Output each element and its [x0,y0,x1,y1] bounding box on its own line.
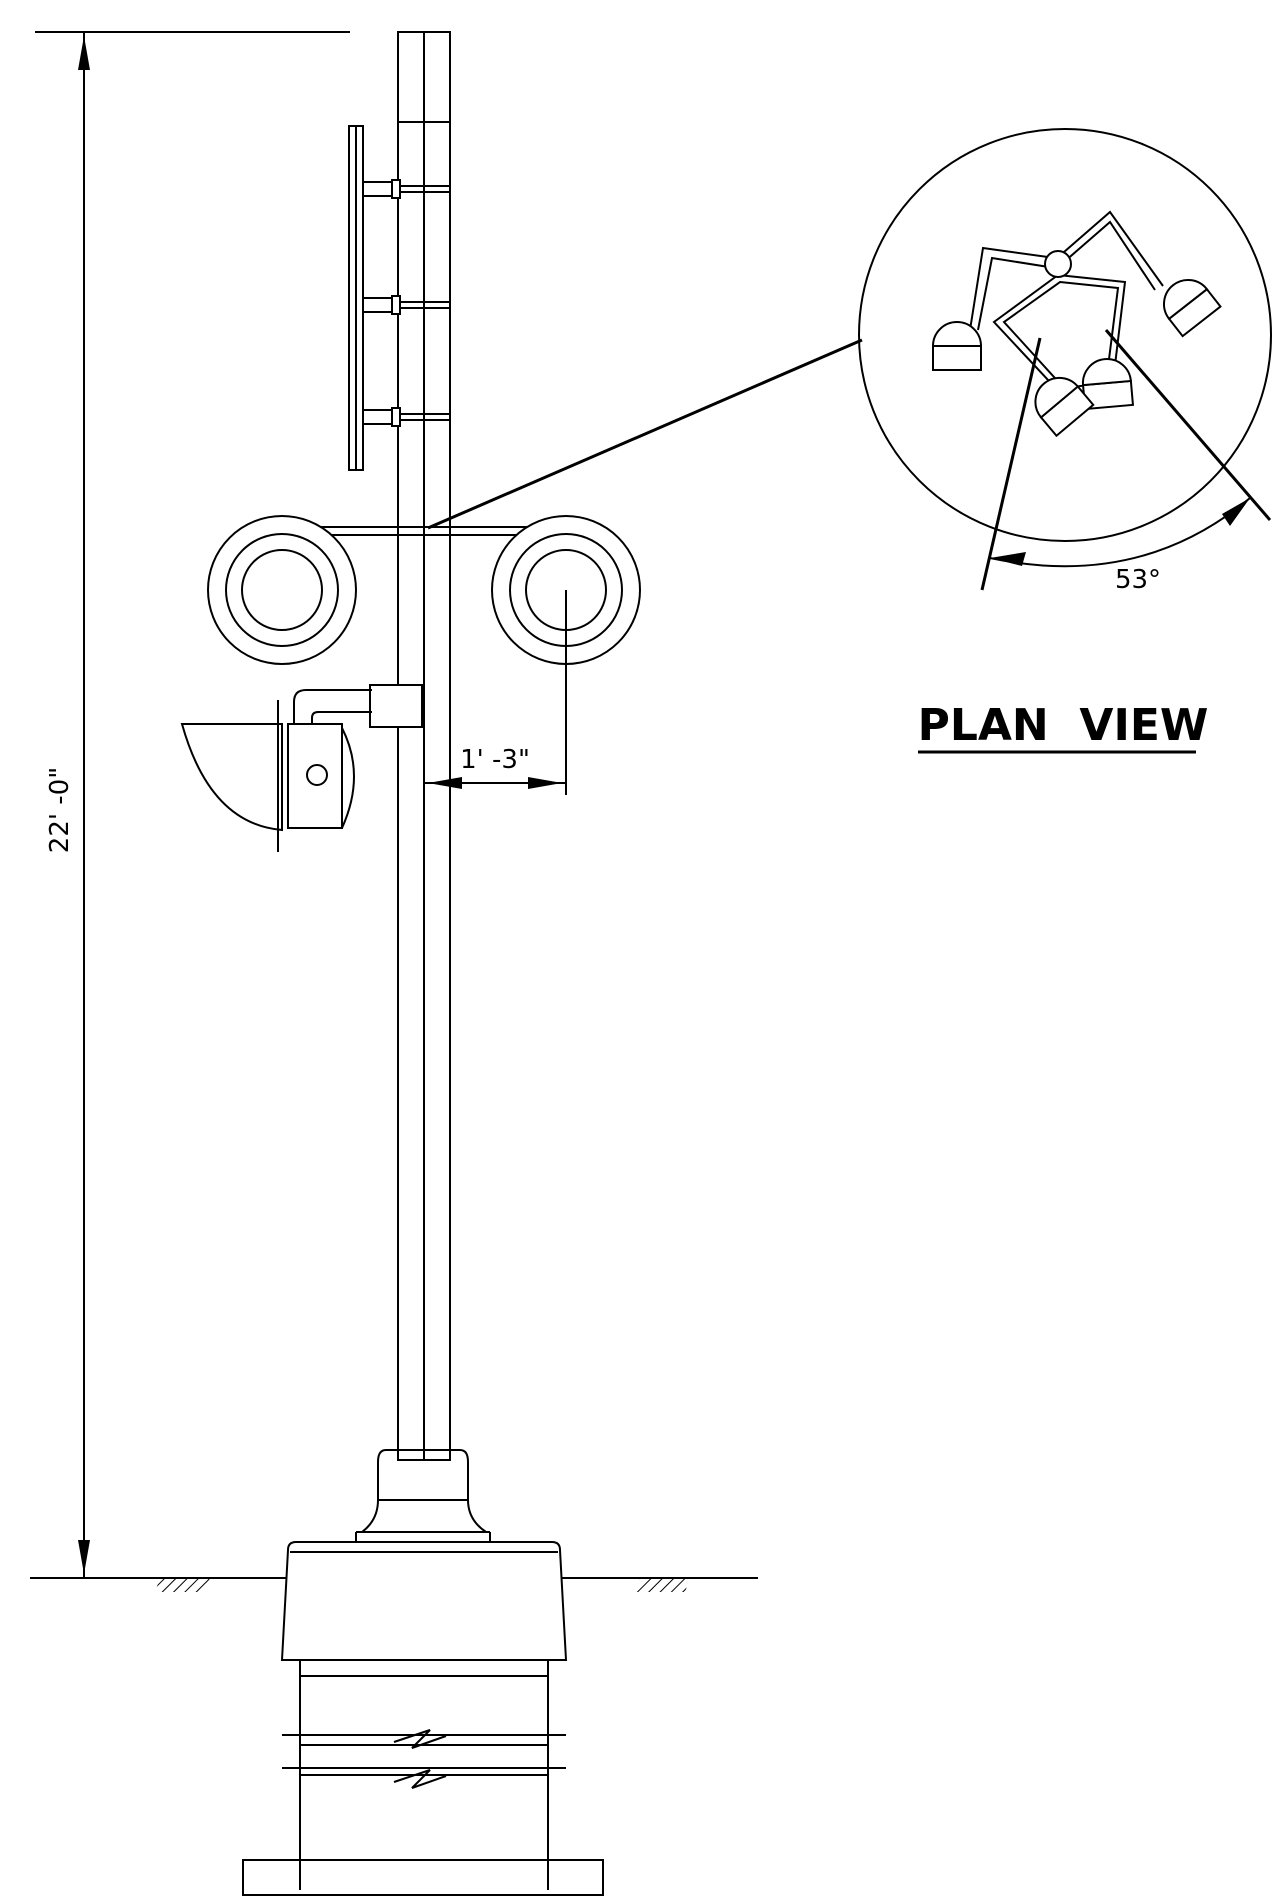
angle-line [1104,329,1272,521]
plan-view-arms [969,210,1164,397]
plan-view-title-text: PLAN VIEW [918,700,1209,751]
foundation-shaft [242,1659,604,1896]
angle-line [980,337,1042,591]
plan-view-detail: 53° [858,128,1272,595]
sign-bracket [362,407,450,427]
sign-bracket [362,295,450,315]
foundation-cap [280,1541,568,1661]
signal-light-left [207,515,357,665]
offset-dimension: 1' -3" [424,590,567,795]
ground-line [30,1577,758,1592]
sign-bracket [362,179,450,199]
angle-arc [989,497,1251,568]
height-dimension: 22' -0" [35,31,350,1578]
plan-view-leader [427,338,863,530]
sign-panel [348,125,450,471]
offset-dimension-label: 1' -3" [460,745,530,775]
plan-view-title: PLAN VIEW [918,700,1209,754]
height-dimension-label: 22' -0" [45,767,75,853]
plan-view-light-head [1034,376,1095,438]
pole-base [355,1449,491,1543]
angle-dimension-label: 53° [1115,565,1161,595]
plan-view-pole [1044,250,1072,278]
plan-view-light-head [1081,358,1135,411]
plan-view-light-head [1163,279,1222,338]
plan-view-light-head [931,321,983,371]
bell-assembly [180,684,423,852]
pole-shaft [397,31,451,1461]
